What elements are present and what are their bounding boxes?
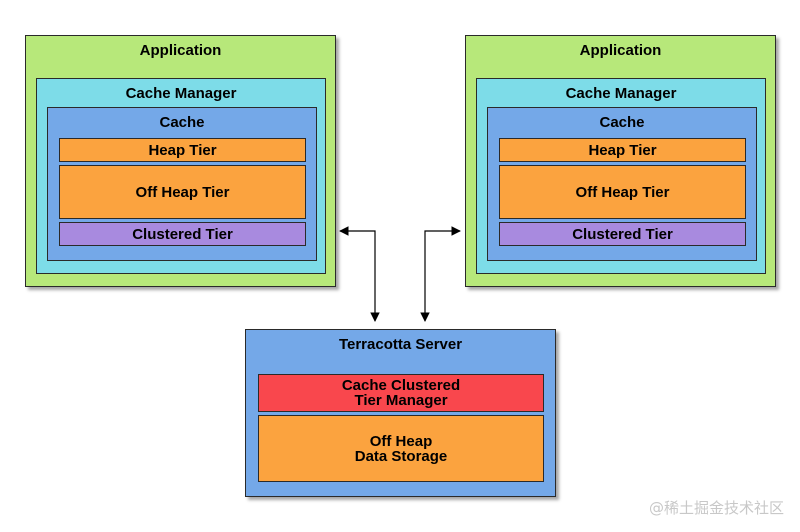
clustered-tier: Clustered Tier (59, 222, 306, 246)
terracotta-server-box: Terracotta Server Cache Clustered Tier M… (245, 329, 556, 497)
cache-clustered-tier-manager: Cache Clustered Tier Manager (258, 374, 544, 412)
heap-tier: Heap Tier (59, 138, 306, 162)
cache-box: Cache Heap Tier Off Heap Tier Clustered … (47, 107, 317, 261)
cache-manager-box: Cache Manager Cache Heap Tier Off Heap T… (476, 78, 766, 274)
application-box-left: Application Cache Manager Cache Heap Tie… (25, 35, 336, 287)
application-box-right: Application Cache Manager Cache Heap Tie… (465, 35, 776, 287)
cache-label: Cache (599, 114, 645, 131)
clustered-tier: Clustered Tier (499, 222, 746, 246)
off-heap-data-storage: Off Heap Data Storage (258, 415, 544, 482)
terracotta-server-label: Terracotta Server (338, 336, 463, 353)
storage-line-1: Off Heap (369, 432, 433, 450)
right-client-server-arrow (420, 226, 461, 322)
off-heap-tier: Off Heap Tier (59, 165, 306, 219)
tier-manager-line-2: Tier Manager (354, 392, 448, 409)
cache-manager-box: Cache Manager Cache Heap Tier Off Heap T… (36, 78, 326, 274)
storage-line-2: Data Storage (354, 447, 448, 465)
cache-manager-label: Cache Manager (565, 85, 677, 102)
application-label: Application (579, 42, 662, 59)
cache-label: Cache (159, 114, 205, 131)
watermark: @稀土掘金技术社区 (648, 499, 784, 517)
cache-manager-label: Cache Manager (125, 85, 237, 102)
off-heap-tier: Off Heap Tier (499, 165, 746, 219)
cache-box: Cache Heap Tier Off Heap Tier Clustered … (487, 107, 757, 261)
left-client-server-arrow (339, 226, 380, 322)
application-label: Application (139, 42, 222, 59)
tier-manager-line-1: Cache Clustered (341, 377, 461, 394)
heap-tier: Heap Tier (499, 138, 746, 162)
